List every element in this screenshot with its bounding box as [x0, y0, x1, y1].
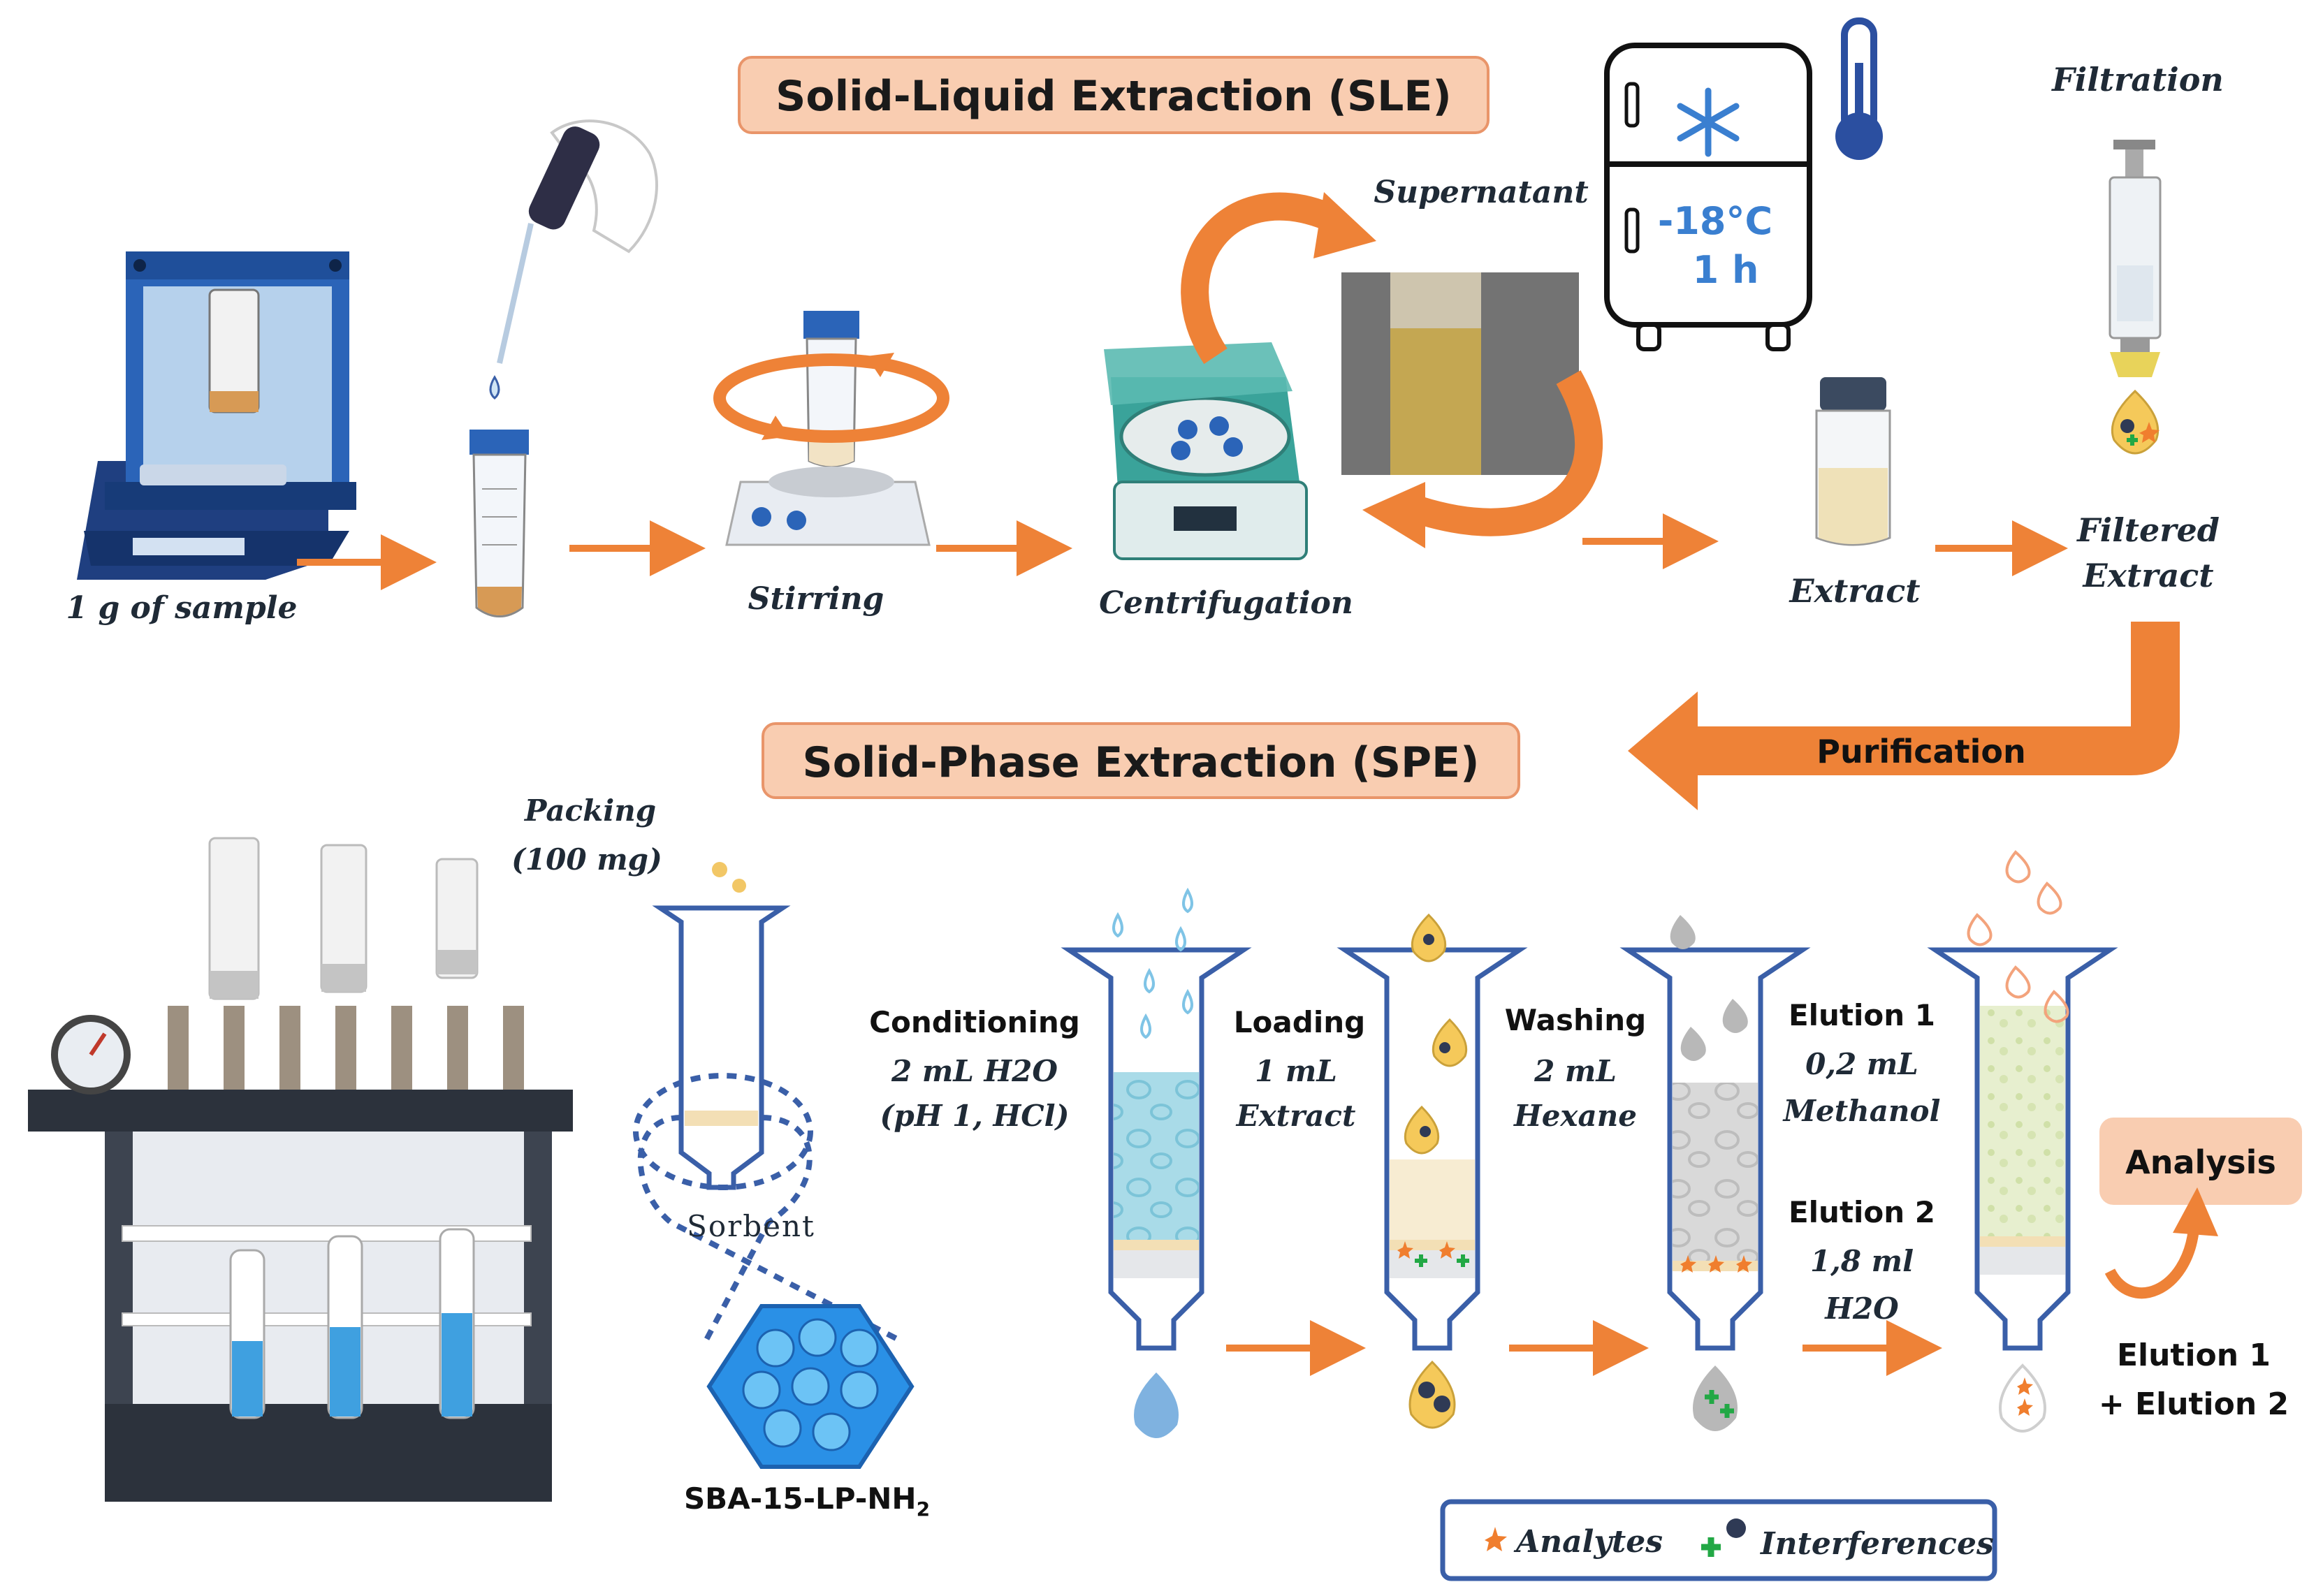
elution1-volume: 0,2 mL — [1805, 1047, 1918, 1081]
sample-label: 1 g of sample — [66, 590, 298, 626]
spe-banner: Solid-Phase Extraction (SPE) — [762, 722, 1520, 799]
analysis-box: Analysis — [2099, 1118, 2302, 1205]
purification-label: Purification — [1816, 733, 2025, 770]
legend: Analytes Interferences — [1440, 1499, 1997, 1581]
thermometer-icon — [1835, 17, 1883, 160]
purification-arrow: Purification — [1628, 622, 2180, 810]
supernatant-label: Supernatant — [1374, 175, 1588, 210]
extract-label: Extract — [1788, 572, 1920, 610]
stirring-label: Stirring — [748, 581, 884, 617]
spe-column-washing — [1619, 915, 1811, 1431]
legend-interferences: Interferences — [1759, 1526, 1994, 1562]
loading-solvent: Extract — [1236, 1099, 1356, 1133]
washing-volume: 2 mL — [1534, 1054, 1617, 1088]
packing-cartridge-icon — [652, 862, 791, 1190]
snowflake-icon — [1677, 87, 1740, 157]
spe-column-loading — [1337, 913, 1528, 1429]
interference-cross-icon — [1701, 1537, 1721, 1557]
freezer-icon: -18°C 1 h — [1604, 43, 1812, 351]
loading-title: Loading — [1234, 1005, 1365, 1039]
washing-solvent: Hexane — [1513, 1099, 1637, 1133]
conditioning-ph: (pH 1, HCl) — [880, 1099, 1070, 1133]
supernatant-photo — [1341, 272, 1579, 475]
zoom-dashes-right — [703, 1115, 813, 1342]
spe-vacuum-manifold-icon — [28, 837, 573, 1502]
centrifuge-icon — [1104, 342, 1308, 560]
analyte-star-icon — [1485, 1527, 1507, 1551]
centrifugation-label: Centrifugation — [1099, 585, 1353, 621]
extract-vial-icon — [1815, 377, 1891, 546]
zoom-dashes-left — [637, 1115, 903, 1344]
combined-line-1: Elution 1 — [2117, 1338, 2271, 1373]
sorbent-material-name: SBA-15-LP-NH — [684, 1481, 917, 1516]
filtration-label: Filtration — [2051, 61, 2224, 98]
legend-analytes: Analytes — [1513, 1524, 1663, 1560]
spe-column-conditioning — [1061, 887, 1252, 1438]
filtered-label-1: Filtered — [2076, 511, 2220, 549]
sorbent-label: Sorbent — [687, 1209, 815, 1243]
analysis-arrow — [2104, 1228, 2199, 1299]
sle-flow-arrows — [297, 513, 2068, 590]
pipette-hand-icon — [489, 119, 658, 400]
elution2-volume: 1,8 ml — [1810, 1244, 1914, 1278]
centrifuge-tube-icon — [469, 430, 529, 617]
packing-title: Packing — [524, 793, 656, 828]
sle-title: Solid-Liquid Extraction (SLE) — [775, 72, 1452, 121]
sle-banner: Solid-Liquid Extraction (SLE) — [738, 56, 1490, 134]
sorbent-hexagon-icon — [706, 1304, 915, 1469]
elution2-title: Elution 2 — [1789, 1195, 1935, 1229]
conditioning-volume: 2 mL H2O — [891, 1054, 1058, 1088]
cycle-arrow-top — [1181, 192, 1333, 365]
elution2-solvent: H2O — [1824, 1291, 1899, 1326]
filtered-label-2: Extract — [2081, 557, 2213, 594]
analytical-balance-icon — [77, 251, 356, 580]
spe-title: Solid-Phase Extraction (SPE) — [803, 738, 1480, 787]
conditioning-title: Conditioning — [869, 1005, 1080, 1039]
spe-column-elution — [1927, 850, 2118, 1433]
elution1-title: Elution 1 — [1789, 998, 1935, 1032]
sorbent-material-subscript: 2 — [917, 1498, 930, 1521]
magnetic-stirrer-icon — [713, 311, 949, 546]
sorbent-material-label: SBA-15-LP-NH2 — [684, 1481, 930, 1521]
freezer-temperature: -18°C — [1658, 199, 1772, 243]
loading-volume: 1 mL — [1255, 1054, 1337, 1088]
syringe-filter-icon — [2109, 140, 2162, 455]
combined-line-2: + Elution 2 — [2099, 1386, 2289, 1422]
interference-dot-icon — [1726, 1518, 1746, 1538]
cycle-arrow-bottom — [1413, 370, 1603, 536]
elution1-solvent: Methanol — [1782, 1094, 1941, 1128]
washing-title: Washing — [1505, 1003, 1646, 1037]
analysis-label: Analysis — [2125, 1143, 2276, 1181]
freezer-time: 1 h — [1693, 248, 1759, 292]
packing-amount: (100 mg) — [511, 842, 662, 877]
